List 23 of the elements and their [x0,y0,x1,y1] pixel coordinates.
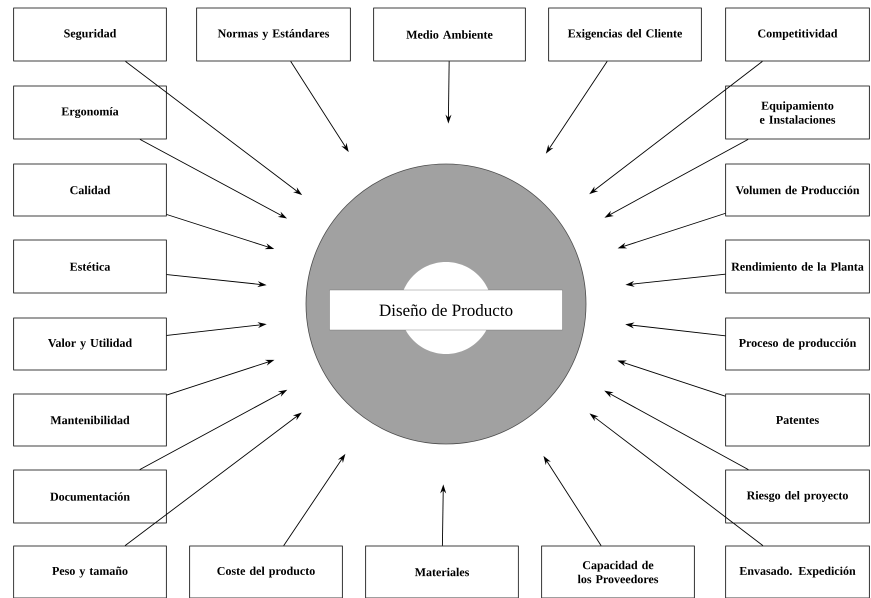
factor-box: Medio Ambiente [373,8,526,62]
factor-box: Coste del producto [189,546,343,598]
factor-box: Normas y Estándares [196,8,351,62]
factor-box: Equipamiento e Instalaciones [725,86,870,140]
factor-box: Proceso de producción [725,318,870,370]
factor-box: Materiales [365,546,519,598]
factor-box: Estética [13,240,167,294]
factor-box: Seguridad [13,8,167,62]
factor-box: Rendimiento de la Planta [725,240,870,294]
factor-box: Envasado. Expedición [725,546,870,598]
factor-box: Peso y tamaño [13,546,167,598]
factor-box: Calidad [13,164,167,216]
factor-box: Patentes [725,394,870,446]
factor-box: Exigencias del Cliente [548,8,702,62]
factor-box: Competitividad [725,8,870,62]
factor-box: Capacidad de los Proveedores [541,546,695,598]
donut: Diseño de Producto [306,164,586,444]
factor-box: Volumen de Producción [725,164,870,216]
factor-box: Riesgo del proyecto [725,470,870,524]
factor-box: Valor y Utilidad [13,318,167,370]
factor-box: Mantenibilidad [13,394,167,446]
factor-box: Documentación [13,470,167,524]
factor-box: Ergonomía [13,86,167,140]
